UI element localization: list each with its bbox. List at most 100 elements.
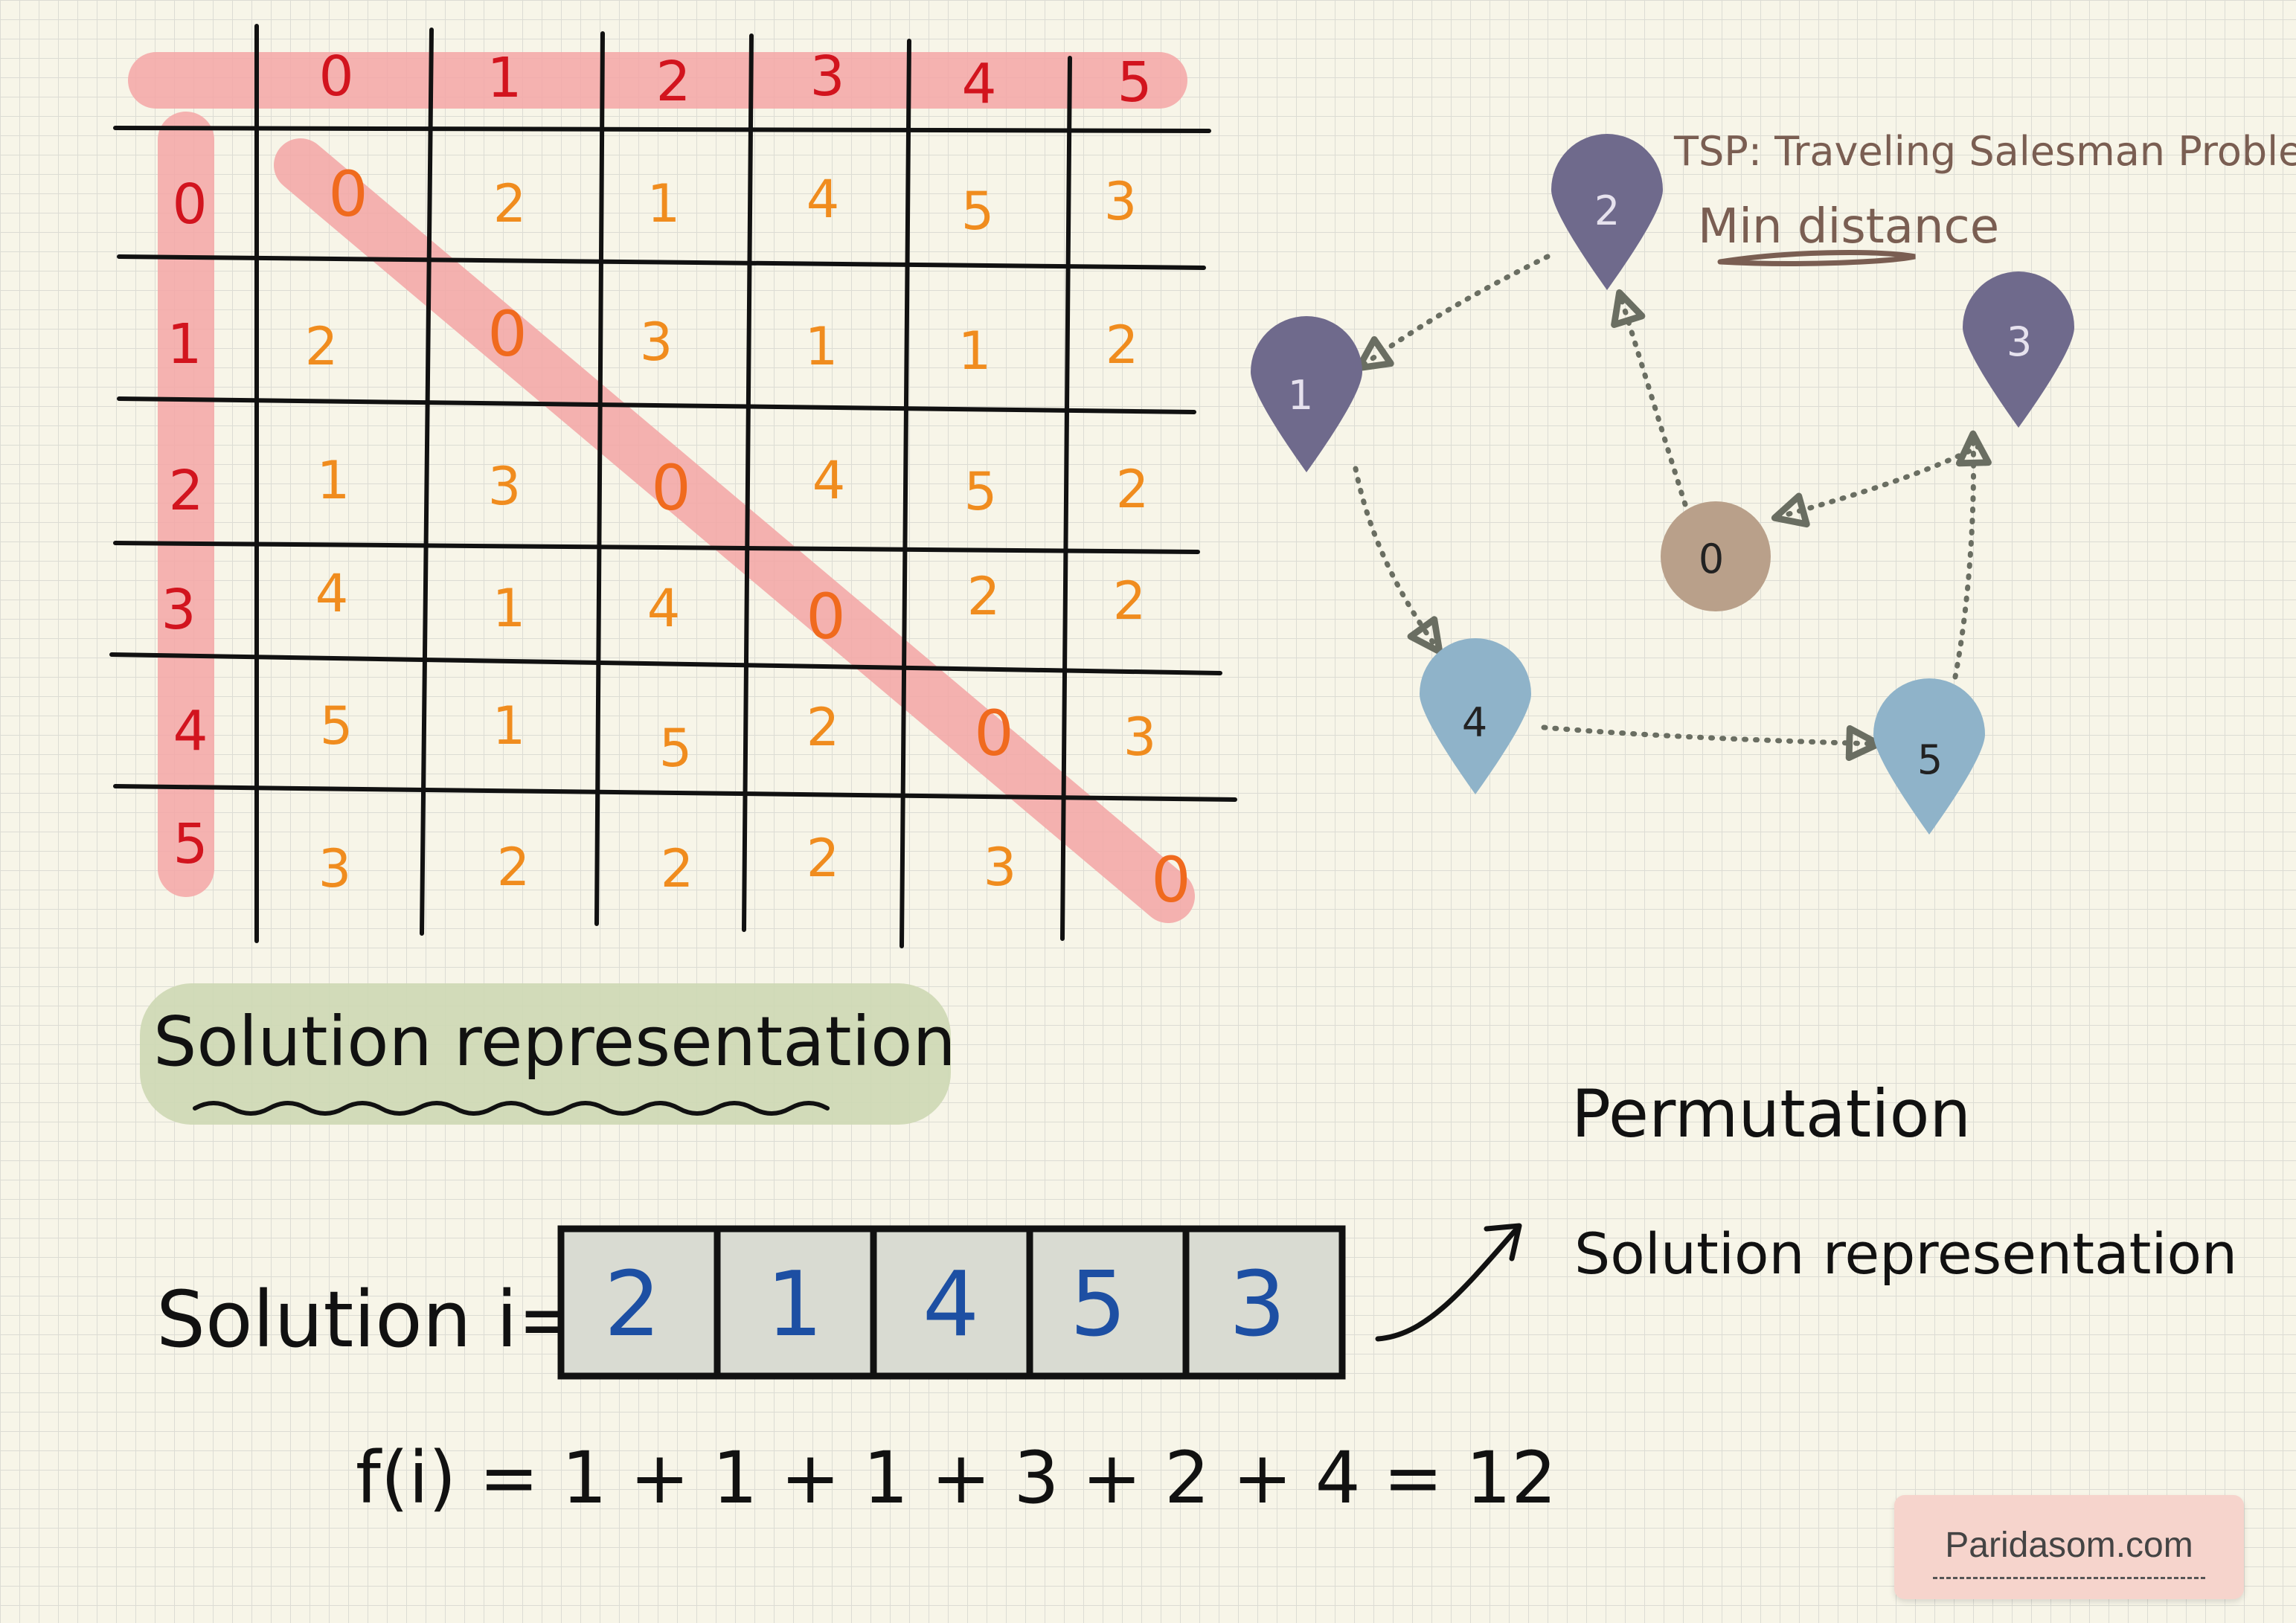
matrix-cell: 3	[1123, 707, 1157, 768]
edge-5-3	[1952, 430, 1992, 680]
node-0-label: 0	[1699, 536, 1724, 582]
node-4-pin	[1420, 638, 1531, 794]
edge-1-4	[1353, 466, 1443, 655]
node-1-pin	[1251, 316, 1362, 472]
matrix-cell: 2	[807, 828, 840, 889]
node-5-pin	[1873, 678, 1985, 835]
pointer-arrowhead	[1484, 1223, 1522, 1262]
matrix-cell: 4	[647, 578, 681, 639]
pointer-arrow	[1375, 1228, 1518, 1342]
solution-cell	[557, 1225, 721, 1380]
permutation-label: Permutation	[1571, 1076, 1971, 1152]
matrix-cell: 1	[493, 578, 526, 639]
node-4-label: 4	[1462, 699, 1487, 746]
node-1-label: 1	[1288, 372, 1313, 419]
brand-badge: Paridasom.com	[1894, 1495, 2244, 1599]
matrix-cell: 0	[1151, 843, 1190, 916]
row-header: 3	[161, 578, 196, 642]
matrix-cell: 4	[315, 563, 349, 624]
solution-label: Solution i=	[156, 1274, 583, 1365]
row-header: 5	[173, 812, 208, 876]
solution-cell	[1182, 1225, 1346, 1380]
matrix-cell: 2	[967, 566, 1001, 627]
matrix-highlights	[128, 52, 1195, 923]
brand-underline	[1933, 1577, 2205, 1579]
matrix-cell: 4	[807, 169, 840, 230]
node-2-label: 2	[1594, 187, 1620, 234]
solution-array: 2 1 4 5 3	[557, 1225, 1346, 1380]
matrix-cell: 2	[661, 838, 694, 899]
section-title-group: Solution representation	[140, 983, 956, 1125]
tsp-subtitle: Min distance	[1698, 199, 1999, 254]
node-3-pin	[1963, 271, 2074, 428]
node-4: 4	[1420, 638, 1531, 794]
header-row-highlight	[128, 52, 1187, 109]
matrix-grid	[109, 24, 1237, 948]
col-header: 4	[961, 52, 996, 116]
matrix-cell: 2	[1116, 459, 1149, 520]
node-2-pin	[1551, 134, 1663, 290]
row-header: 1	[167, 312, 202, 376]
matrix-cell: 3	[488, 456, 522, 517]
matrix-cell: 4	[812, 450, 846, 511]
fitness-equation: f(i) = 1 + 1 + 1 + 3 + 2 + 4 = 12	[356, 1436, 1556, 1520]
header-column-highlight	[158, 112, 214, 897]
tsp-header: TSP: Traveling Salesman Problem Min dist…	[1673, 128, 2296, 266]
matrix-cell: 1	[317, 450, 350, 511]
edge-3-0	[1771, 443, 1982, 528]
node-3: 3	[1963, 271, 2074, 428]
matrix-cell: 5	[961, 181, 995, 242]
diagonal-highlight	[274, 138, 1195, 923]
solution-value: 1	[766, 1253, 823, 1357]
row-header: 0	[172, 173, 207, 237]
matrix-cell: 0	[651, 451, 690, 524]
col-header: 2	[655, 50, 690, 114]
brand-text: Paridasom.com	[1945, 1526, 2193, 1565]
matrix-cell: 0	[328, 158, 368, 231]
matrix-cell: 1	[647, 173, 681, 234]
col-header: 3	[809, 45, 844, 109]
node-5: 5	[1873, 678, 1985, 835]
node-0-circle	[1661, 501, 1771, 611]
solution-value: 2	[604, 1253, 661, 1357]
matrix-cell: 2	[1106, 315, 1139, 376]
matrix-cells: 0 2 1 4 5 3 2 0 3 1 1 2 1 3 0 4 5 2 4 1 …	[305, 158, 1191, 916]
matrix-cell: 5	[659, 718, 693, 779]
row-header: 2	[168, 459, 203, 523]
solution-representation-label: Solution representation	[1574, 1221, 2237, 1287]
matrix-cell: 0	[487, 298, 527, 370]
section-title-squiggle	[193, 1101, 830, 1116]
solution-cell	[1026, 1225, 1190, 1380]
col-header: 5	[1117, 51, 1152, 115]
graph-nodes: 2 1 3 0 4 5	[1251, 134, 2074, 835]
solution-value: 4	[923, 1253, 979, 1357]
matrix-cell: 2	[497, 837, 530, 898]
graph-edges	[1353, 254, 1992, 762]
matrix-column-headers: 0 1 2 3 4 5	[318, 45, 1152, 116]
solution-value: 5	[1070, 1253, 1126, 1357]
matrix-cell: 2	[1113, 571, 1147, 631]
tsp-title: TSP: Traveling Salesman Problem	[1673, 128, 2296, 175]
tsp-subtitle-underline	[1717, 250, 1916, 266]
matrix-cell: 2	[493, 173, 527, 234]
edge-2-1	[1355, 254, 1551, 372]
node-3-label: 3	[2007, 318, 2032, 365]
matrix-cell: 2	[305, 316, 339, 377]
matrix-cell: 1	[493, 695, 526, 756]
section-title: Solution representation	[153, 1002, 956, 1082]
matrix-row-headers: 0 1 2 3 4 5	[161, 173, 208, 876]
node-2: 2	[1551, 134, 1663, 290]
edge-0-2	[1611, 289, 1688, 507]
section-title-highlight	[140, 983, 951, 1125]
node-5-label: 5	[1917, 736, 1943, 783]
col-header: 0	[318, 45, 353, 109]
solution-cell	[714, 1225, 877, 1380]
matrix-cell: 5	[320, 695, 353, 756]
matrix-cell: 3	[318, 838, 352, 899]
node-1: 1	[1251, 316, 1362, 472]
matrix-cell: 3	[640, 312, 673, 373]
matrix-cell: 2	[807, 697, 840, 758]
matrix-cell: 3	[1104, 171, 1138, 232]
row-header: 4	[173, 699, 208, 763]
